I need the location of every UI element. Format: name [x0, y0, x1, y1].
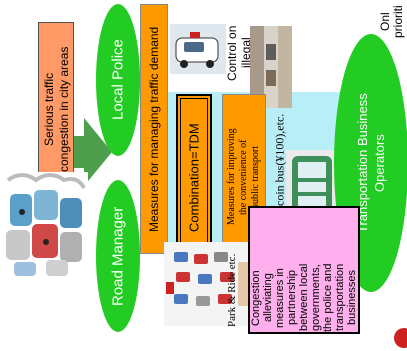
demand-management-label: Measures for managing traffic demand — [147, 26, 161, 232]
combination-tdm-box: Combination=TDM — [176, 94, 212, 262]
partnership-box-text: Congestion alleviating measures in partn… — [250, 263, 358, 333]
traffic-jam-photo — [2, 172, 88, 280]
direction-arrow — [56, 118, 112, 186]
police-car-photo — [170, 24, 226, 74]
road-manager-node: Road Manager — [96, 180, 140, 332]
local-police-label: Local Police — [109, 39, 127, 121]
logo-fragment — [394, 328, 407, 348]
park-and-ride-photo — [164, 242, 260, 326]
combination-tdm-label: Combination=TDM — [186, 123, 202, 233]
problem-box-text: Serious traffic congestion in city areas — [42, 46, 71, 172]
local-police-node: Local Police — [96, 4, 140, 156]
road-manager-label: Road Manager — [109, 206, 127, 306]
partnership-box: Congestion alleviating measures in partn… — [248, 206, 360, 334]
demand-management-box: Measures for managing traffic demand — [140, 4, 168, 254]
problem-box: Serious traffic congestion in city areas — [38, 22, 74, 194]
park-and-ride-caption: Park & Ride etc. — [226, 253, 238, 327]
